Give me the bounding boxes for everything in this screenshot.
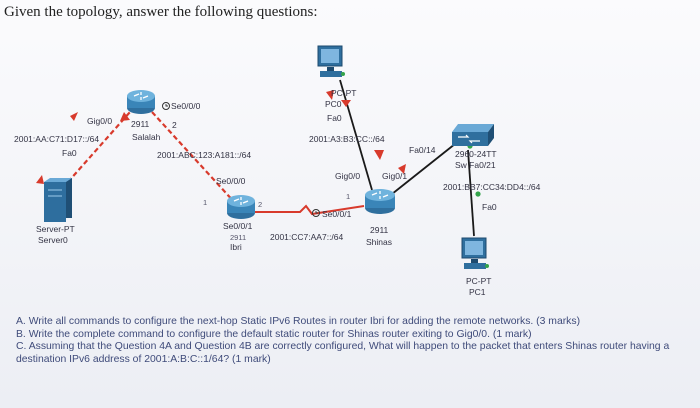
label-interface: Fa0 (482, 202, 497, 212)
label-network: 2001:CC7:AA7::/64 (270, 232, 344, 242)
label-device-model: Server-PT (36, 224, 75, 234)
label-device-model: 2911 (131, 119, 150, 129)
question-a: A. Write all commands to configure the n… (16, 316, 581, 327)
label-network: 2001:BB7:CC34:DD4::/64 (443, 182, 541, 192)
link-marker-icon (120, 112, 130, 121)
label-device-name: Ibri (230, 242, 242, 252)
label-device-model: PC-PT (466, 276, 492, 286)
link-status-dot-icon (475, 191, 481, 197)
label-link-end: 2 (172, 120, 177, 130)
label-link-end: 1 (346, 192, 350, 201)
link-shinas-switch (391, 139, 461, 195)
pc-icon[interactable] (317, 45, 345, 77)
label-device-name: PC1 (469, 287, 486, 297)
label-interface: Gig0/0 (335, 171, 360, 181)
question-list: A. Write all commands to configure the n… (16, 316, 688, 366)
label-device-name: PC0 (325, 99, 342, 109)
link-marker-icon (341, 100, 351, 107)
label-device-model: 2911 (370, 225, 389, 235)
label-device-model: 2960-24TT (455, 149, 497, 159)
label-device-name: Shinas (366, 237, 392, 247)
network-topology-diagram: Gig0/0 Se0/0/0 2911 2 Salalah 2001:AA:C7… (14, 45, 541, 297)
link-marker-icon (70, 112, 78, 121)
link-ibri-shinas (252, 204, 365, 216)
label-network: 2001:AA:C71:D17::/64 (14, 134, 99, 144)
clock-icon (162, 102, 170, 110)
label-device-model: PC-PT (331, 88, 357, 98)
server-icon[interactable] (44, 178, 72, 222)
label-interface: Fa0 (62, 148, 77, 158)
label-interface: Se0/0/1 (223, 221, 253, 231)
label-interface: Fa0 (327, 113, 342, 123)
label-link-end: 1 (203, 198, 207, 207)
label-link-end: 2 (258, 200, 262, 209)
label-network: 2001:ABC:123:A181::/64 (157, 150, 251, 160)
label-interface: Sw Fa0/21 (455, 160, 496, 170)
label-interface: Gig0/0 (87, 116, 112, 126)
link-pc-shinas (339, 79, 373, 191)
link-salalah-ibri (151, 111, 237, 205)
question-c: C. Assuming that the Question 4A and Que… (16, 341, 670, 365)
label-interface: Se0/0/0 (171, 101, 201, 111)
question-b: B. Write the complete command to configu… (16, 328, 532, 340)
link-switch-pc1 (467, 149, 475, 237)
label-device-model: 2911 (230, 233, 246, 242)
label-device-name: Salalah (132, 132, 161, 142)
pc-icon[interactable] (461, 237, 489, 269)
router-ibri-icon[interactable] (227, 195, 255, 219)
link-marker-icon (36, 175, 44, 184)
link-marker-icon (398, 164, 406, 174)
label-interface: Se0/0/0 (216, 176, 246, 186)
switch-icon[interactable] (452, 124, 494, 146)
label-interface: Fa0/14 (409, 145, 436, 155)
router-salalah-icon[interactable] (127, 90, 155, 114)
label-network: 2001:A3:B3:CC::/64 (309, 134, 385, 144)
router-shinas-icon[interactable] (365, 189, 395, 214)
label-interface: Se0/0/1 (322, 209, 352, 219)
label-device-name: Server0 (38, 235, 68, 245)
link-marker-icon (326, 90, 334, 100)
link-marker-icon (374, 150, 384, 160)
label-interface: Gig0/1 (382, 171, 407, 181)
clock-icon (312, 209, 320, 217)
page-title: Given the topology, answer the following… (4, 4, 318, 20)
